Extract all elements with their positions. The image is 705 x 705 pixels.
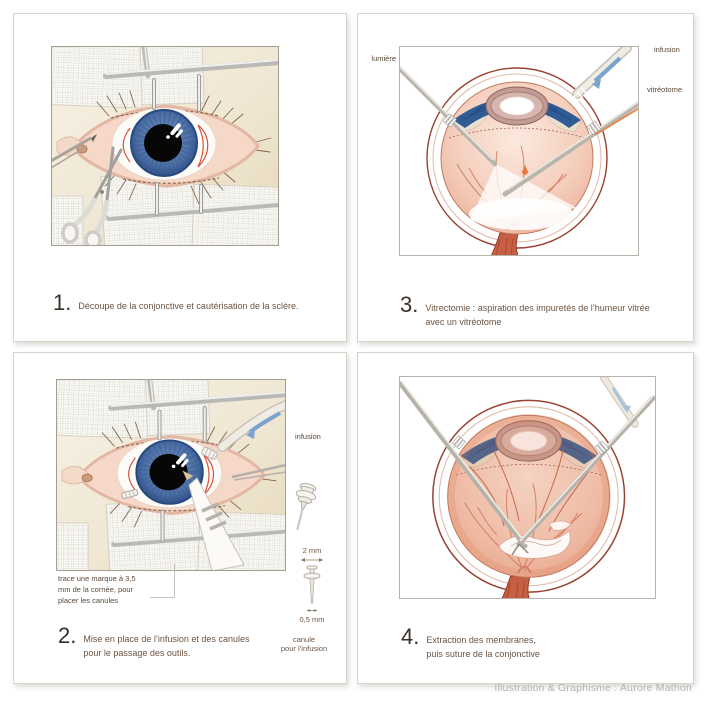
dimension-arrow-icon	[301, 558, 323, 562]
marker-pen-icon	[182, 470, 245, 571]
side-canule-icon	[121, 489, 139, 500]
note-canule-placement: trace une marque à 3,5 mm de la cornée, …	[58, 574, 136, 605]
scissors-icon	[61, 146, 123, 246]
vitreotome-tool-icon	[502, 100, 639, 197]
membrane-extraction-eye-cross-section-step4	[399, 376, 656, 599]
step-number: 1.	[53, 290, 72, 315]
infusion-tube-icon	[201, 400, 286, 460]
panel-step-4: 4. Extraction des membranes, puis suture…	[357, 352, 694, 684]
dim-2mm: 2 mm	[302, 546, 322, 555]
forceps-icon	[231, 463, 286, 481]
caption-line: puis suture de la conjonctive	[426, 648, 540, 659]
dim-05mm: 0,5 mm	[299, 615, 325, 624]
caption-step-1: 1. Découpe de la conjonctive et cautéris…	[53, 292, 348, 314]
cautery-tool-icon	[51, 134, 97, 169]
caption-line: Découpe de la conjonctive et cautérisati…	[78, 301, 299, 311]
label-vitreotome: vitréotome	[647, 85, 683, 94]
vitrectomy-eye-cross-section-step3	[399, 46, 639, 256]
label-canule-infusion: canule pour l’infusion	[280, 635, 328, 653]
dimension-arrow-icon	[307, 609, 317, 612]
caption-step-3: 3. Vitrectomie : aspiration des impureté…	[400, 294, 685, 329]
panel-step-3: lumière infusion vitréotome 3. Vitrectom…	[357, 13, 694, 342]
caption-line: Vitrectomie : aspiration des impuretés d…	[425, 303, 650, 313]
surgical-eye-illustration-step1	[51, 46, 279, 246]
leader-line	[174, 564, 175, 597]
canule-3d-icon	[295, 482, 317, 531]
caption-line: pour le passage des outils.	[83, 647, 191, 658]
infusion-tube-ghost	[600, 376, 639, 428]
credit-text: Illustration & Graphisme : Aurore Mathon	[494, 682, 692, 694]
caption-line: Mise en place de l’infusion et des canul…	[83, 634, 250, 644]
aspirated-impurity-droplet	[522, 165, 528, 175]
label-infusion: infusion	[295, 432, 321, 441]
caption-step-4: 4. Extraction des membranes, puis suture…	[401, 626, 576, 661]
step-number: 3.	[400, 292, 419, 317]
panel-step-1: 1. Découpe de la conjonctive et cautéris…	[13, 13, 347, 342]
caption-line: Extraction des membranes,	[426, 635, 536, 645]
label-lumiere: lumière	[371, 54, 396, 63]
canule-pin-icon	[303, 565, 321, 604]
caption-line: avec un vitréotome	[425, 316, 502, 327]
surgical-rod-right	[511, 395, 656, 556]
surgical-eye-illustration-step2	[56, 379, 286, 571]
infusion-tube-icon	[572, 46, 632, 103]
panel-step-2: infusion 2 mm 0,5 mm canule pour l’infus…	[13, 352, 347, 684]
caption-step-2: 2. Mise en place de l’infusion et des ca…	[58, 625, 298, 660]
label-infusion: infusion	[654, 45, 680, 54]
step-number: 4.	[401, 624, 420, 649]
surgical-rod-left	[399, 381, 528, 549]
leader-line	[150, 597, 175, 598]
step-number: 2.	[58, 623, 77, 648]
light-pipe-icon	[399, 64, 498, 167]
